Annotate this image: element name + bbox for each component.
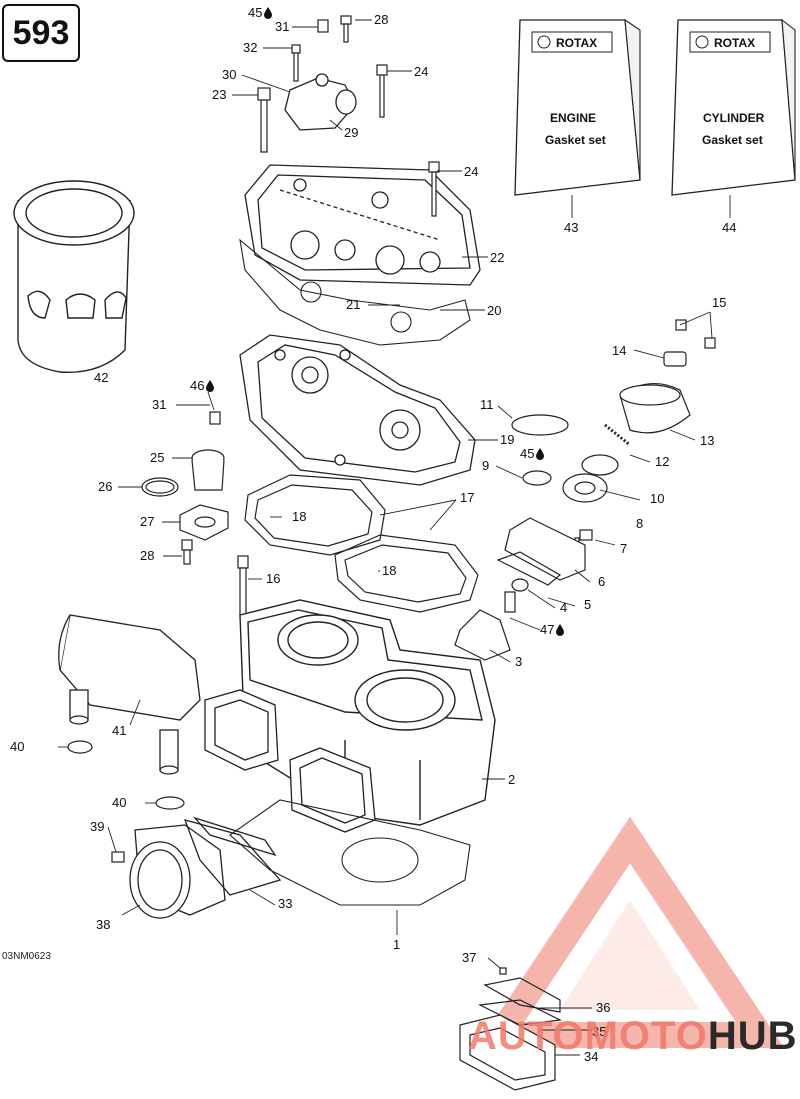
callout-40: 40 xyxy=(112,795,126,810)
callout-39: 39 xyxy=(90,819,104,834)
head-gasket-outline xyxy=(239,238,471,346)
callout-28: 28 xyxy=(374,12,388,27)
callout-34: 34 xyxy=(584,1049,598,1064)
cylinder-book-brand: ROTAX xyxy=(714,36,755,50)
callout-35: 35 xyxy=(592,1024,606,1039)
callout-29: 29 xyxy=(344,125,358,140)
thermostat-housing xyxy=(284,73,357,131)
callout-4: 4 xyxy=(560,600,567,615)
cylinder-gaskets xyxy=(244,474,479,613)
callout-7: 7 xyxy=(620,541,627,556)
callout-19: 19 xyxy=(500,432,514,447)
exhaust-manifold xyxy=(58,614,201,775)
callout-8: 8 xyxy=(636,516,643,531)
engine-book-subtitle: Gasket set xyxy=(545,133,606,147)
callout-27: 27 xyxy=(140,514,154,529)
callout-28: 28 xyxy=(140,548,154,563)
reed-block xyxy=(459,977,563,1091)
callout-13: 13 xyxy=(700,433,714,448)
callout-37: 37 xyxy=(462,950,476,965)
callout-47: 47 xyxy=(540,622,554,637)
cylinder-head-cover xyxy=(244,164,481,286)
engine-gasket-set-book: ROTAX ENGINE Gasket set xyxy=(514,18,641,196)
callout-31: 31 xyxy=(152,397,166,412)
engine-book-title: ENGINE xyxy=(550,111,596,125)
oil-drop-icon xyxy=(536,448,544,460)
callout-24: 24 xyxy=(414,64,428,79)
watermark-text: AUTOMOTOHUB xyxy=(468,1014,798,1058)
callout-2: 2 xyxy=(508,772,515,787)
oil-drop-icon xyxy=(556,624,564,636)
callout-10: 10 xyxy=(650,491,664,506)
callout-32: 32 xyxy=(243,40,257,55)
callout-42: 42 xyxy=(94,370,108,385)
callout-3: 3 xyxy=(515,654,522,669)
book-ref-44: 44 xyxy=(722,220,736,235)
callout-11: 11 xyxy=(480,397,494,412)
oil-drop-icon xyxy=(264,7,272,19)
callout-18: 18 xyxy=(292,509,306,524)
callout-33: 33 xyxy=(278,896,292,911)
callout-12: 12 xyxy=(655,454,669,469)
cylinder-book-subtitle: Gasket set xyxy=(702,133,763,147)
oil-drop-icon xyxy=(206,380,214,392)
leader-lines xyxy=(58,19,731,1056)
drawing-code: 03NM0623 xyxy=(2,951,51,962)
callout-31: 31 xyxy=(275,19,289,34)
callout-41: 41 xyxy=(112,723,126,738)
callout-45: 45 xyxy=(248,5,262,20)
cylinder-book-title: CYLINDER xyxy=(703,111,765,125)
callout-30: 30 xyxy=(222,67,236,82)
carburetor-adapter xyxy=(129,816,282,919)
engine-book-brand: ROTAX xyxy=(556,36,597,50)
callout-16: 16 xyxy=(266,571,280,586)
rave-valve-assembly xyxy=(454,351,691,661)
callout-20: 20 xyxy=(487,303,501,318)
callout-5: 5 xyxy=(584,597,591,612)
watermark-logo xyxy=(475,816,785,1048)
callout-45: 45 xyxy=(520,446,534,461)
callout-15: 15 xyxy=(712,295,726,310)
callout-25: 25 xyxy=(150,450,164,465)
bolts xyxy=(111,15,716,975)
page-number: 593 xyxy=(12,13,70,52)
callout-26: 26 xyxy=(98,479,112,494)
callout-38: 38 xyxy=(96,917,110,932)
cylinder-gasket-set-book: ROTAX CYLINDER Gasket set xyxy=(671,18,796,196)
callout-24: 24 xyxy=(464,164,478,179)
callout-23: 23 xyxy=(212,87,226,102)
cylinder-head xyxy=(239,334,476,486)
base-gasket xyxy=(229,799,471,906)
page-number-box: 593 xyxy=(2,4,80,62)
callout-9: 9 xyxy=(482,458,489,473)
callout-36: 36 xyxy=(596,1000,610,1015)
reed-valve-housings xyxy=(204,689,376,833)
book-ref-43: 43 xyxy=(564,220,578,235)
callout-21: 21 xyxy=(346,297,360,312)
callout-46: 46 xyxy=(190,378,204,393)
callout-14: 14 xyxy=(612,343,626,358)
callout-18: 18 xyxy=(382,563,396,578)
cylinder-sleeve xyxy=(13,180,135,374)
callout-40: 40 xyxy=(10,739,24,754)
callout-1: 1 xyxy=(393,937,400,952)
callout-17: 17 xyxy=(460,490,474,505)
callout-22: 22 xyxy=(490,250,504,265)
thermostat xyxy=(141,449,229,541)
callout-6: 6 xyxy=(598,574,605,589)
